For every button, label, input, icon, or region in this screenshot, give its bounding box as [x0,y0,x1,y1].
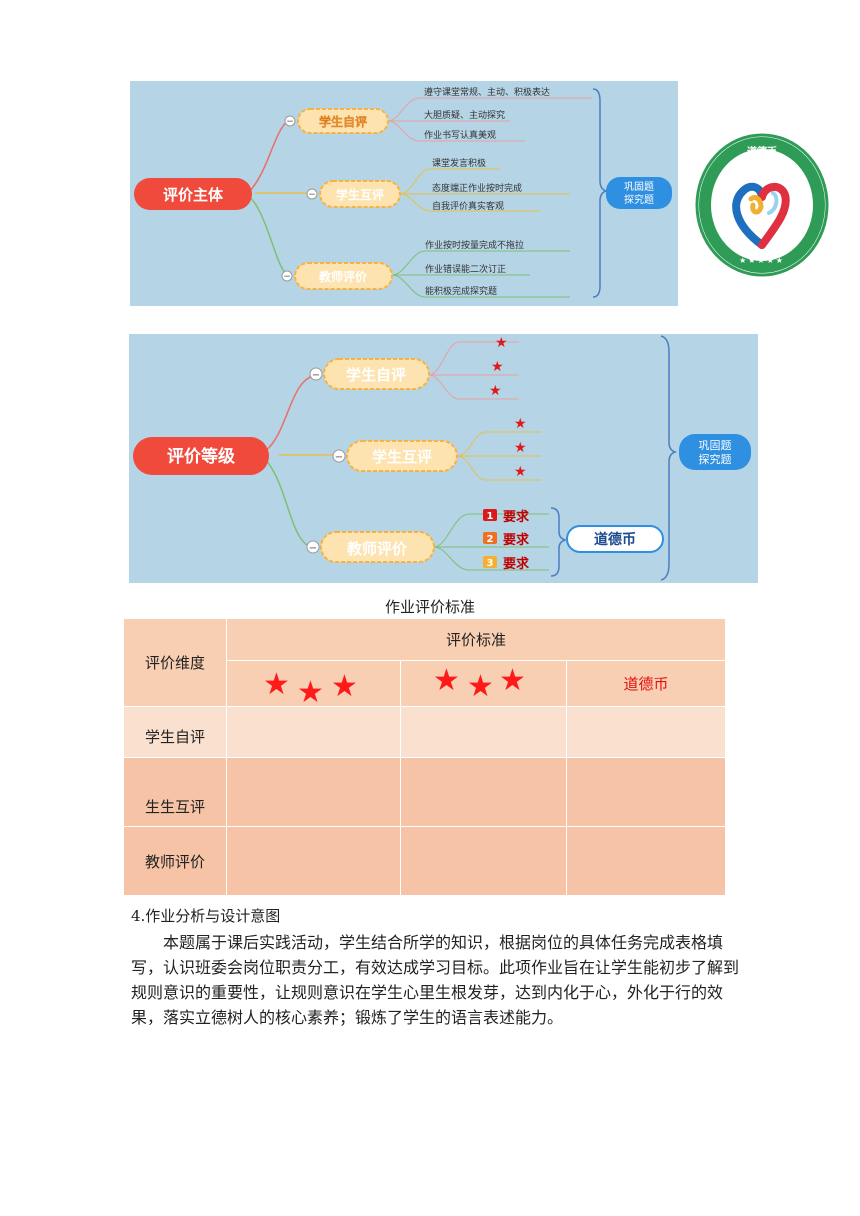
star-icon: ★ [433,662,460,698]
item-text: 作业书写认真美观 [424,129,496,141]
table-cell [565,757,727,827]
star-icon: ★ [514,440,527,456]
star-icon: ★ [499,662,526,698]
root-label: 评价等级 [167,446,235,467]
standard-header: 评价标准 [225,618,727,661]
star-icon: ★ [263,666,290,702]
table-cell [400,826,567,896]
svg-text:−: − [309,543,317,554]
evaluation-table: 评价维度 评价标准 ★ ★ ★ ★ ★ ★ 道德币 学生自评 生生互评 [123,618,727,896]
branch-node: − 学生互评 [332,440,458,472]
tag-node [679,434,751,470]
branch-label: 学生自评 [319,114,367,129]
table-cell [565,706,727,758]
table-cell [565,826,727,896]
stars-cell: ★ ★ ★ [400,660,567,707]
item-text: 能积极完成探究题 [425,285,497,297]
mindmap-evaluation-level: 评价等级 − 学生自评 − 学生互评 − 教师评价 ★ ★ ★ ★ ★ ★ 1 … [129,334,758,583]
star-icon: ★ [495,335,508,351]
table-cell [226,706,401,758]
root-label: 评价主体 [163,186,224,204]
item-text: 遵守课堂常规、主动、积极表达 [424,86,550,98]
table-caption: 作业评价标准 [384,598,475,616]
svg-text:−: − [283,272,291,282]
star-icon: ★ [489,383,502,399]
branch-node: − 学生自评 [284,108,389,134]
tag-label: 探究题 [624,193,654,206]
item-text: 态度端正作业按时完成 [432,182,522,194]
heart-icon [732,182,766,249]
star-icon: ★ [491,359,504,375]
section-heading: 4.作业分析与设计意图 [131,907,281,925]
table-cell [400,757,567,827]
root-node [133,437,269,475]
tag-label: 巩固题 [624,181,654,193]
branch-node: − 学生互评 [306,180,401,208]
item-text: 自我评价真实客观 [432,200,504,212]
row-label: 教师评价 [123,826,227,896]
tag-node [606,177,672,209]
star-icon: ★ [514,416,527,432]
coin-node [566,525,664,553]
mindmap-evaluation-subject: 评价主体 − 学生自评 − 学生互评 − 教师评价 遵守课堂常规、主动、积极表达… [130,81,678,306]
item-text: 课堂发言积极 [432,157,486,169]
item-text: 大胆质疑、主动探究 [424,109,505,121]
branch-label: 教师评价 [318,269,368,284]
star-icon: ★ [331,668,358,704]
requirement-text: 要求 [503,556,530,572]
requirement-text: 要求 [503,509,530,525]
branch-node: − 学生自评 [309,358,430,390]
item-text: 作业错误能二次订正 [425,263,506,275]
dimension-header: 评价维度 [123,618,227,707]
logo-stars: ★★★★★ [739,256,785,265]
tag-label: 探究题 [699,452,732,466]
table-cell [400,706,567,758]
item-text: 作业按时按量完成不拖拉 [425,239,524,251]
svg-text:−: − [308,190,316,200]
svg-text:−: − [286,117,294,127]
branch-label: 学生互评 [372,448,432,466]
star-icon: ★ [297,674,324,710]
table-cell [226,826,401,896]
branch-label: 学生自评 [346,366,406,384]
svg-text:−: − [335,452,343,463]
requirement-number: 2 [487,534,494,545]
coin-label: 道德币 [594,531,636,548]
row-label: 生生互评 [123,757,227,827]
branch-node: − 教师评价 [281,262,393,290]
coin-header: 道德币 [565,660,727,707]
stars-cell: ★ ★ ★ [226,660,401,710]
branch-label: 教师评价 [346,540,408,558]
branch-node: − 教师评价 [306,531,435,563]
requirement-number: 3 [487,558,494,569]
row-label: 学生自评 [123,706,227,758]
section-paragraph: 本题属于课后实践活动，学生结合所学的知识，根据岗位的具体任务完成表格填写，认识班… [131,933,740,1027]
star-icon: ★ [514,464,527,480]
branch-label: 学生互评 [336,187,384,202]
logo-emblem: 道德币 ★★★★★ [695,133,829,277]
requirement-text: 要求 [503,532,530,548]
logo-text: 道德币 [747,145,777,158]
tag-label: 巩固题 [699,439,732,452]
table-cell [226,757,401,827]
svg-text:−: − [312,370,320,381]
requirement-number: 1 [487,511,494,522]
root-node [134,178,252,210]
star-icon: ★ [467,668,494,704]
